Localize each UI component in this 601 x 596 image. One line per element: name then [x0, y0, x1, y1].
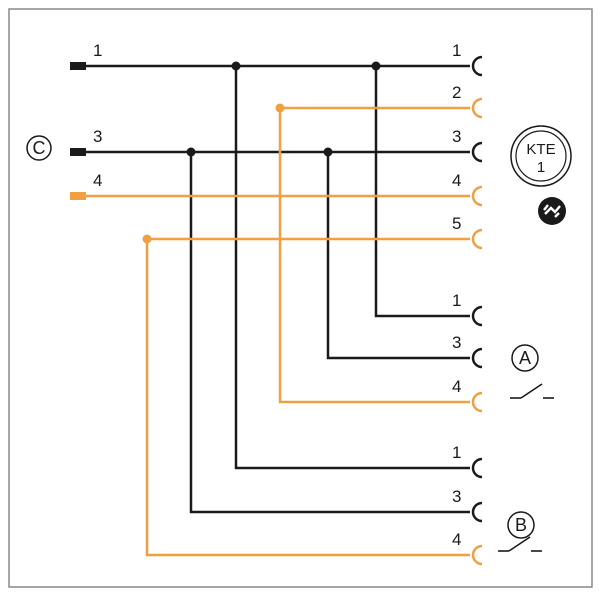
input-pin-label: 4: [93, 171, 102, 190]
socket-a-4: [471, 391, 483, 413]
socket-pin-label: 3: [452, 127, 461, 146]
label-b-circle: [507, 511, 535, 539]
kte-outer-ring: [510, 125, 572, 187]
label-a-circle: [511, 344, 539, 372]
socket-g1-5: [471, 228, 483, 250]
input-stub-4: [70, 192, 86, 200]
socket-pin-label: 3: [452, 333, 461, 352]
switch-symbol-b-icon: [498, 536, 542, 552]
socket-pin-label: 1: [452, 41, 461, 60]
junction-dot: [371, 61, 381, 71]
label-c-circle: [26, 135, 52, 161]
junction-dot: [186, 147, 196, 157]
wire-in1-to-a1: [374, 66, 470, 318]
kte-label-line1: KTE: [526, 141, 555, 158]
socket-pin-label: 4: [452, 377, 461, 396]
socket-g1-1: [471, 55, 483, 77]
wires: [84, 64, 470, 557]
socket-b-1: [471, 457, 483, 479]
socket-b-3: [471, 501, 483, 523]
socket-pin-label: 5: [452, 214, 461, 233]
input-stub-1: [70, 62, 86, 70]
socket-g1-2: [471, 97, 483, 119]
wire-in1-to-b1: [234, 66, 470, 470]
wire-in3-to-a3: [326, 152, 470, 360]
socket-b-4: [471, 544, 483, 566]
socket-pin-label: 3: [452, 487, 461, 506]
input-stub-3: [70, 148, 86, 156]
junction-dot: [323, 147, 333, 157]
junctions: [142, 61, 381, 244]
socket-g1-4: [471, 185, 483, 207]
wire-out5-to-b4: [145, 237, 470, 557]
socket-pin-label: 4: [452, 530, 461, 549]
input-pin-label: 3: [93, 127, 102, 146]
kte-badge: KTE 1: [510, 125, 572, 187]
label-a: A: [519, 348, 531, 368]
socket-pin-label: 1: [452, 443, 461, 462]
socket-a-3: [471, 347, 483, 369]
socket-pin-label: 2: [452, 83, 461, 102]
socket-a-1: [471, 305, 483, 327]
diagram-frame: [8, 8, 593, 588]
socket-g1-3: [471, 141, 483, 163]
wire-out2-to-a4: [278, 106, 470, 404]
label-c: C: [33, 138, 46, 158]
junction-dot: [142, 234, 152, 244]
switch-symbol-a-icon: [510, 383, 554, 399]
junction-dot: [231, 61, 241, 71]
socket-pin-label: 4: [452, 171, 461, 190]
label-b: B: [515, 515, 527, 535]
input-pin-label: 1: [93, 41, 102, 60]
input-stubs: [70, 62, 86, 200]
sockets: [471, 55, 483, 566]
rotation-symbol-icon: [538, 197, 566, 225]
wire-in3-to-b3: [189, 152, 470, 514]
kte-inner-ring: [515, 130, 567, 182]
kte-label-line2: 1: [537, 159, 545, 176]
junction-dot: [275, 103, 285, 113]
socket-pin-label: 1: [452, 291, 461, 310]
